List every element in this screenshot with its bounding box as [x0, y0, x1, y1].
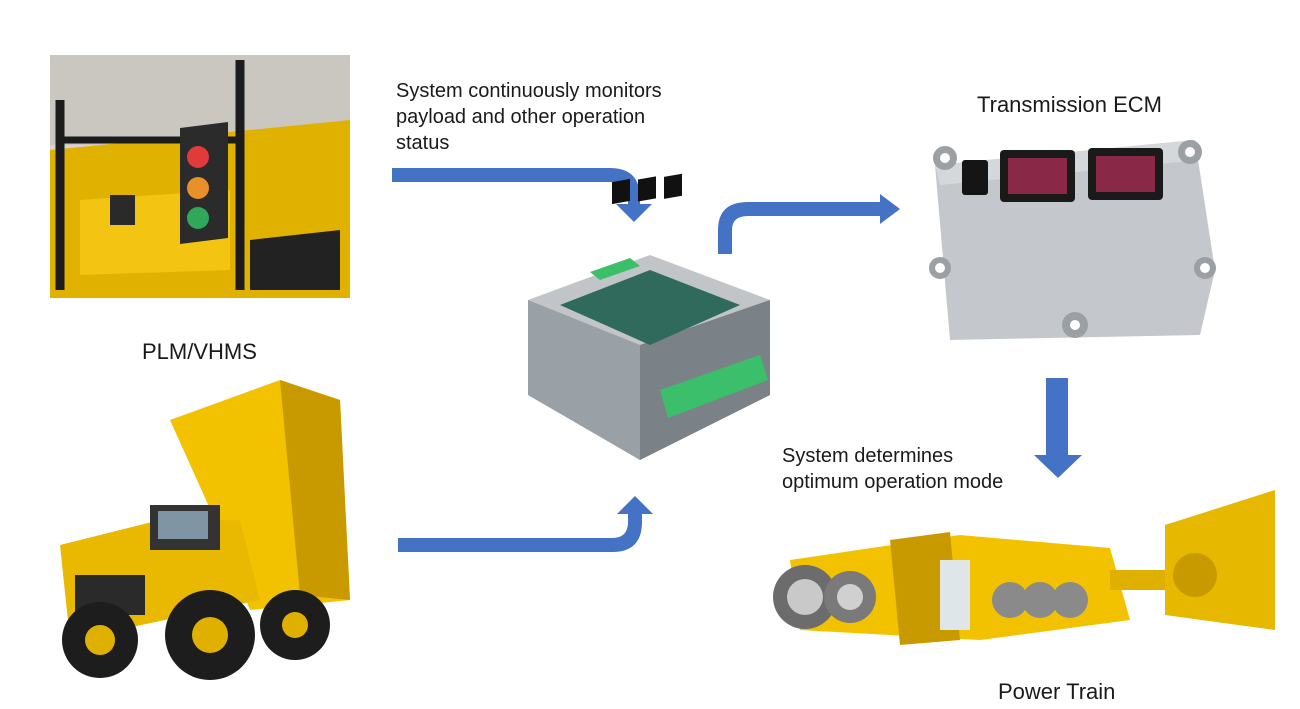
monitor-note-line: System continuously monitors [396, 80, 662, 102]
monitor-note-line: status [396, 132, 450, 154]
determine-note-line: optimum operation mode [782, 471, 1004, 493]
arrow-controller-to-ecm [718, 194, 900, 254]
determine-note: System determines optimum operation mode [782, 443, 1003, 495]
monitor-note: System continuously monitors payload and… [396, 78, 662, 156]
monitor-note-line: payload and other operation [396, 106, 646, 128]
plm-vhms-caption: PLM/VHMS [142, 339, 257, 364]
arrow-top-to-controller [392, 168, 652, 222]
arrow-bottom-to-controller [398, 496, 653, 552]
ecm-caption: Transmission ECM [977, 92, 1162, 117]
determine-note-line: System determines [782, 445, 954, 467]
arrow-ecm-to-powertrain [1034, 378, 1082, 478]
powertrain-caption: Power Train [998, 679, 1116, 704]
